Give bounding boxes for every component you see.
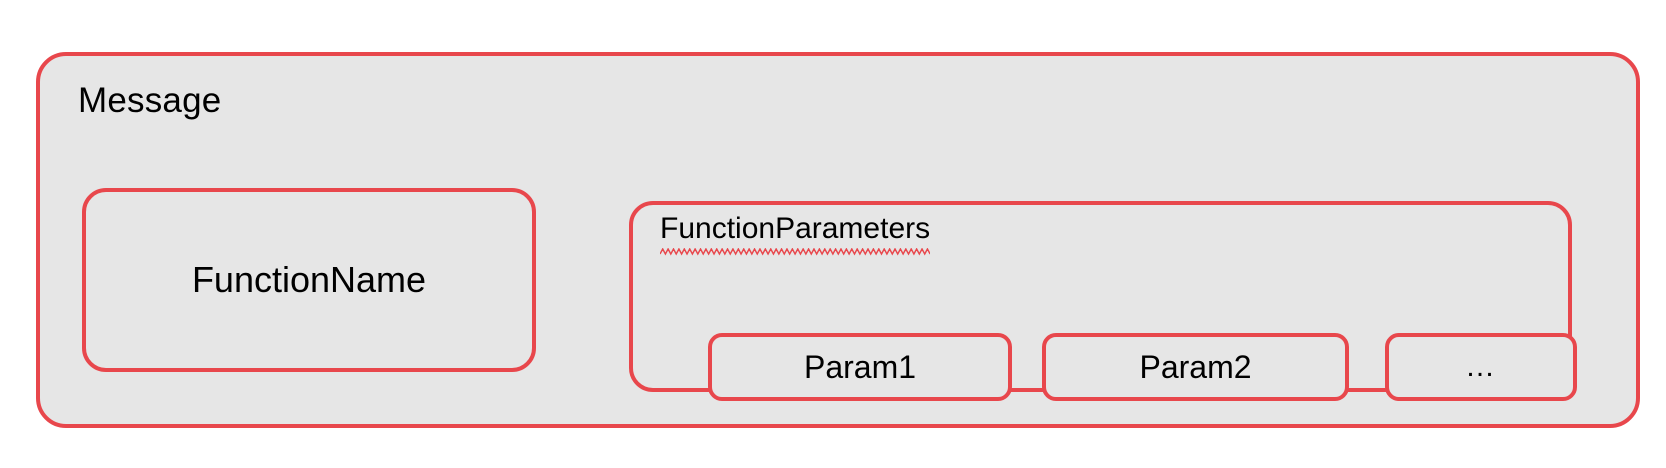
param-chip-ellipsis: … [1385, 333, 1577, 401]
param-chip: Param1 [708, 333, 1012, 401]
function-parameters-label-text: FunctionParameters [660, 212, 931, 245]
message-label: Message [78, 81, 222, 120]
function-name-container: FunctionName [82, 188, 536, 372]
function-parameters-container: FunctionParameters Param1 Param2 … [629, 201, 1577, 401]
param-chip: Param2 [1042, 333, 1349, 401]
param-chip-row: Param1 Param2 … [633, 205, 1577, 401]
param-chip-label: Param1 [803, 349, 917, 385]
param-chip-label: … [1465, 350, 1497, 383]
message-container: Message FunctionName FunctionParameters … [36, 52, 1640, 428]
param-chip-label: Param2 [1139, 349, 1252, 385]
function-name-label: FunctionName [191, 259, 427, 300]
